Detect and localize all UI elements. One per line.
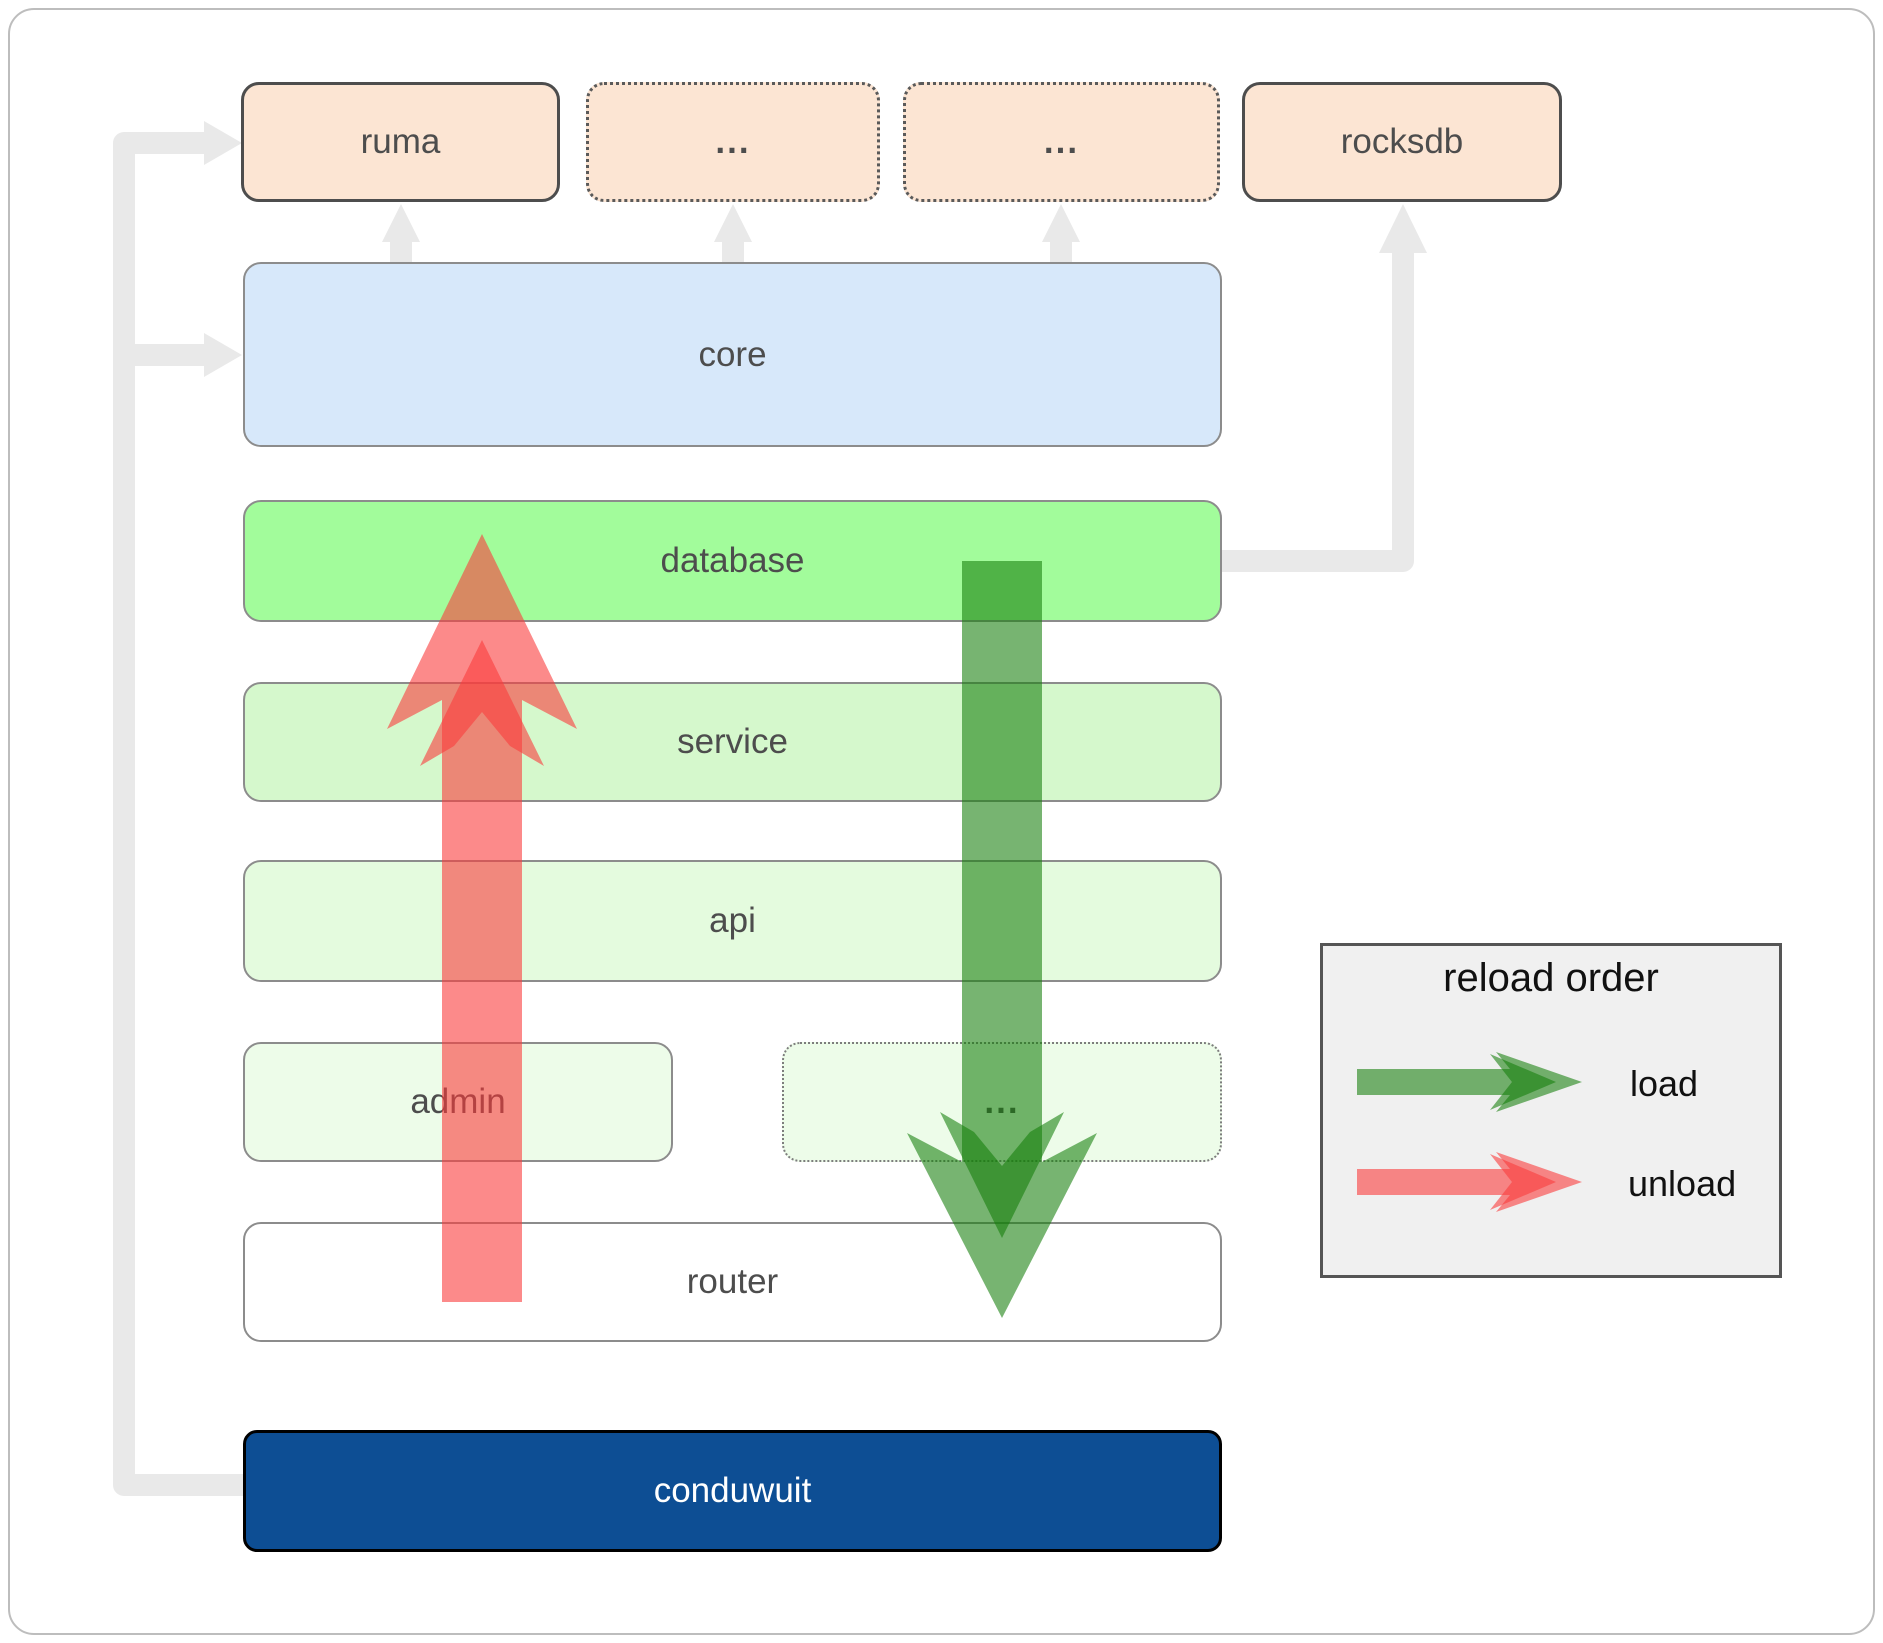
node-rocksdb-label: rocksdb bbox=[1340, 122, 1464, 161]
legend: reload order load unload bbox=[1320, 943, 1782, 1278]
node-module-a: ... bbox=[586, 82, 880, 202]
node-module-b: ... bbox=[903, 82, 1220, 202]
node-core-label: core bbox=[698, 334, 767, 374]
node-conduwuit-label: conduwuit bbox=[653, 1471, 812, 1510]
node-api-label: api bbox=[709, 901, 756, 940]
node-rocksdb: rocksdb bbox=[1242, 82, 1562, 202]
legend-unload-label: unload bbox=[1628, 1163, 1737, 1204]
legend-title: reload order bbox=[1443, 956, 1659, 1000]
node-service: service bbox=[243, 682, 1222, 802]
node-modules-ellipsis-label: ... bbox=[984, 1082, 1020, 1121]
node-router: router bbox=[243, 1222, 1222, 1342]
node-module-a-label: ... bbox=[715, 122, 751, 161]
node-database-label: database bbox=[660, 541, 805, 580]
legend-load-label: load bbox=[1630, 1063, 1699, 1104]
node-core: core bbox=[243, 262, 1222, 447]
node-ruma: ruma bbox=[241, 82, 560, 202]
node-admin: admin bbox=[243, 1042, 673, 1162]
node-api: api bbox=[243, 860, 1222, 982]
node-router-label: router bbox=[686, 1262, 779, 1301]
node-module-b-label: ... bbox=[1043, 122, 1080, 161]
node-modules-ellipsis: ... bbox=[782, 1042, 1222, 1162]
node-service-label: service bbox=[677, 722, 788, 761]
node-admin-label: admin bbox=[410, 1082, 506, 1121]
node-conduwuit: conduwuit bbox=[243, 1430, 1222, 1552]
node-database: database bbox=[243, 500, 1222, 622]
page-border bbox=[8, 8, 1875, 1635]
node-ruma-label: ruma bbox=[360, 122, 441, 161]
